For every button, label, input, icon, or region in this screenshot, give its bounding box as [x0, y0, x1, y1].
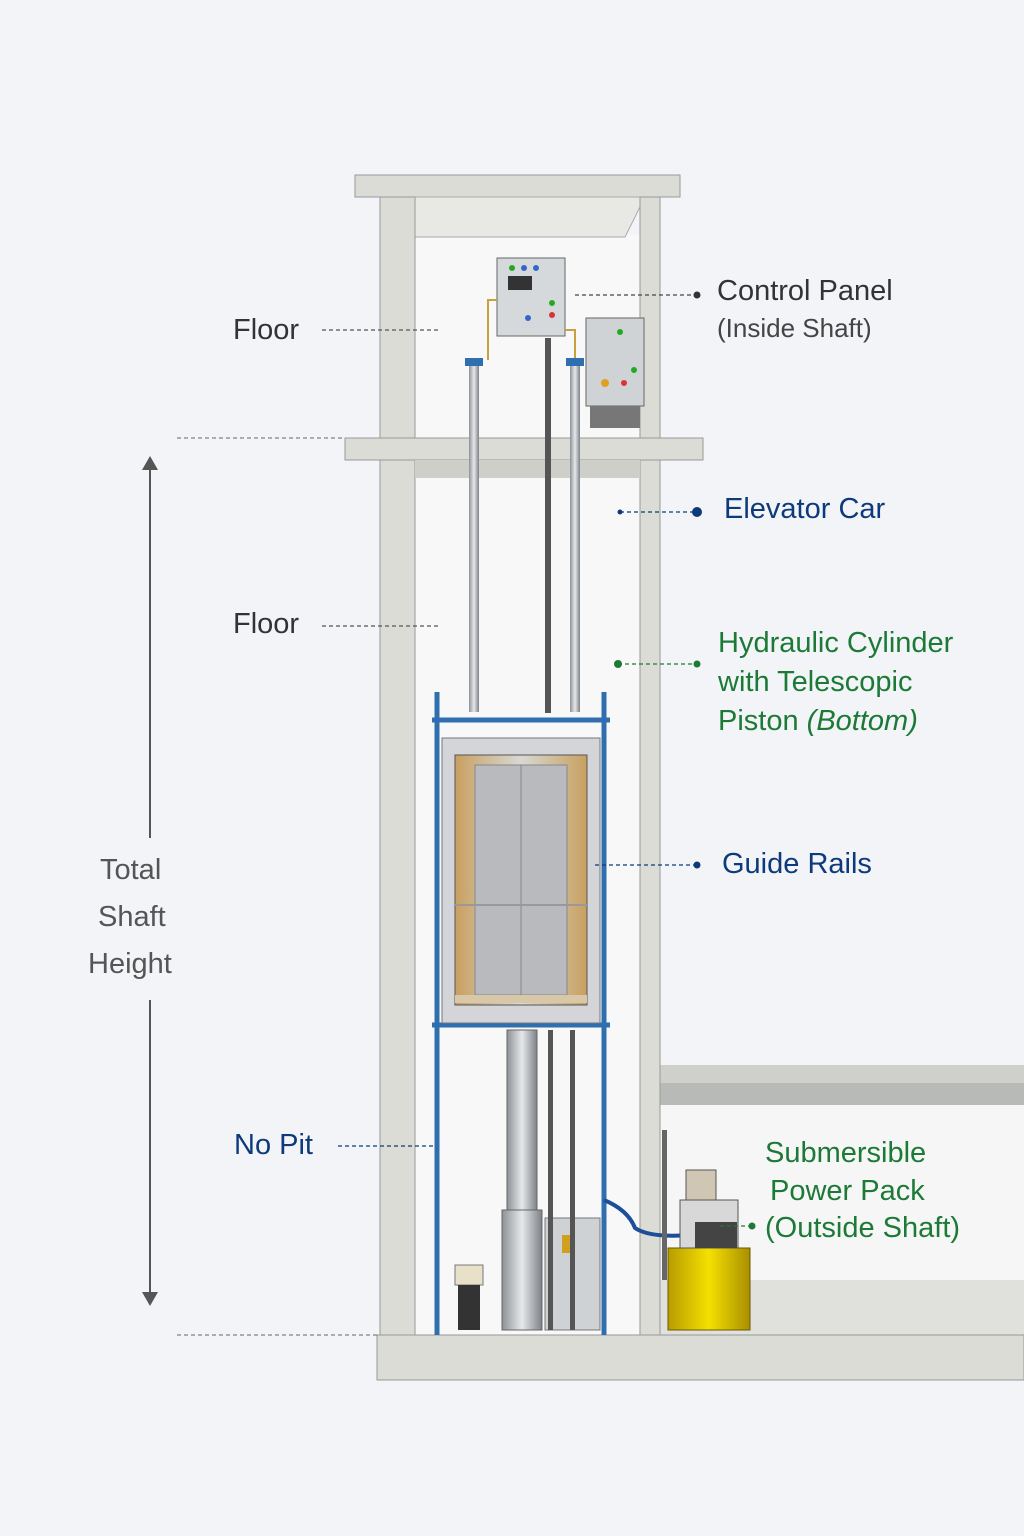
floor-label-upper: Floor: [233, 314, 300, 346]
power-pack-graphic: [662, 1130, 751, 1331]
hydraulic-label-bottom: (Bottom): [806, 705, 918, 737]
power-pack-label-3: (Outside Shaft): [765, 1212, 961, 1244]
guide-rails: [432, 692, 610, 1335]
elevator-car-graphic: [441, 737, 601, 1024]
piston-rods: [465, 338, 584, 713]
power-pack-label-2: Power Pack: [770, 1175, 925, 1207]
height-label-1: Total: [100, 854, 162, 886]
hydraulic-cylinder-label-2: with Telescopic: [718, 666, 913, 698]
buffer-spring: [454, 1264, 484, 1330]
height-dimension-arrow: [142, 456, 158, 1306]
shaft-top-cap: [354, 174, 681, 238]
base-slab: [376, 1334, 1024, 1381]
dimension-dashes: [177, 437, 377, 1336]
no-pit-label: No Pit: [234, 1129, 313, 1161]
floor-label-middle: Floor: [233, 608, 300, 640]
hydraulic-cylinder-label-1: Hydraulic Cylinder: [718, 627, 954, 659]
hydraulic-cylinder-graphic: [501, 1029, 691, 1331]
guide-rails-label: Guide Rails: [722, 848, 872, 880]
leader-dots: [614, 291, 756, 1230]
height-label-3: Height: [88, 948, 172, 980]
height-label-2: Shaft: [98, 901, 166, 933]
hydraulic-label-piston: Piston: [718, 705, 807, 737]
power-pack-label-1: Submersible: [765, 1137, 927, 1169]
control-panel-box: [487, 257, 645, 428]
leader-lines: [322, 294, 752, 1227]
hydraulic-cylinder-label-3: Piston (Bottom): [718, 707, 918, 736]
shaft-left-wall: [379, 196, 416, 1338]
elevator-car-label: Elevator Car: [724, 493, 886, 525]
control-panel-label: Control Panel: [717, 275, 893, 307]
control-panel-sublabel: (Inside Shaft): [717, 313, 872, 343]
